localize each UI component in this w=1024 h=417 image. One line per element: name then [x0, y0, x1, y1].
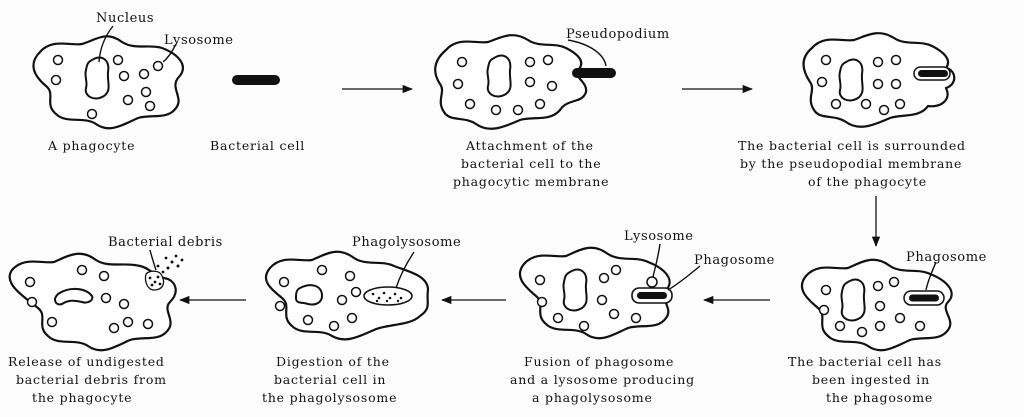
label-phagosome-ingested: Phagosome [906, 250, 987, 265]
caption-attachment-2: bacterial cell to the [461, 156, 601, 171]
caption-release-3: the phagocyte [32, 390, 132, 405]
caption-phagocyte: A phagocyte [47, 138, 135, 153]
phagolysosome-shape [363, 286, 413, 306]
pseudopodium-pointer [567, 39, 607, 67]
caption-surrounded-2: by the pseudopodial membrane [740, 156, 962, 171]
attached-bacterium [572, 68, 616, 78]
caption-digestion-1: Digestion of the [276, 354, 390, 369]
caption-release-2: bacterial debris from [16, 372, 167, 387]
caption-attachment-3: phagocytic membrane [453, 174, 609, 189]
exocytic-pocket [144, 270, 165, 291]
caption-ingested-1: The bacterial cell has [788, 354, 942, 369]
caption-digestion-3: the phagolysosome [262, 390, 397, 405]
caption-fusion-3: a phagolysosome [532, 390, 653, 405]
label-lysosome-fusion: Lysosome [624, 229, 694, 244]
debris-pointer [149, 249, 157, 271]
lysosome-pointer [162, 43, 177, 63]
label-lysosome: Lysosome [164, 33, 234, 48]
nucleus-shape [84, 56, 110, 100]
fusing-lysosome [646, 276, 658, 288]
bacterial-debris-dots [148, 254, 184, 287]
phagosome-pointer-fusion [667, 265, 701, 291]
caption-attachment-1: Attachment of the [465, 138, 594, 153]
caption-digestion-2: bacterial cell in [274, 372, 386, 387]
surrounded-bacterium [918, 70, 948, 77]
nucleus-pointer [98, 25, 114, 63]
label-bacterial-debris: Bacterial debris [108, 235, 223, 250]
caption-surrounded-1: The bacterial cell is surrounded [738, 138, 966, 153]
label-phagolysosome: Phagolysosome [352, 235, 461, 250]
caption-ingested-2: been ingested in [812, 372, 930, 387]
phagolysosome-pointer [395, 251, 415, 289]
caption-fusion-1: Fusion of phagosome [524, 354, 674, 369]
cell-surrounded [802, 32, 956, 128]
label-pseudopodium: Pseudopodium [566, 27, 670, 42]
fusion-bacterium [637, 292, 667, 299]
digested-fragments [371, 291, 403, 303]
ingested-bacterium [909, 294, 939, 302]
caption-bacterial-cell: Bacterial cell [210, 138, 305, 153]
caption-release-1: Release of undigested [8, 354, 165, 369]
lysosome-pointer-fusion [652, 243, 661, 278]
lysosome-vesicles [50, 54, 164, 120]
cell-attachment [434, 34, 616, 130]
caption-surrounded-3: of the phagocyte [808, 174, 927, 189]
label-phagosome-fusion: Phagosome [694, 253, 775, 268]
label-nucleus: Nucleus [96, 11, 154, 26]
phagosome-pointer-ingested [925, 261, 937, 291]
cell-ingested [800, 258, 953, 352]
cell-fusion [518, 246, 673, 340]
caption-fusion-2: and a lysosome producing [510, 372, 695, 387]
bacterial-cell-shape [232, 75, 280, 85]
caption-ingested-3: the phagosome [826, 390, 933, 405]
cell-release [8, 252, 184, 352]
cell-digestion [264, 250, 430, 341]
cell-phagocyte [32, 35, 184, 130]
